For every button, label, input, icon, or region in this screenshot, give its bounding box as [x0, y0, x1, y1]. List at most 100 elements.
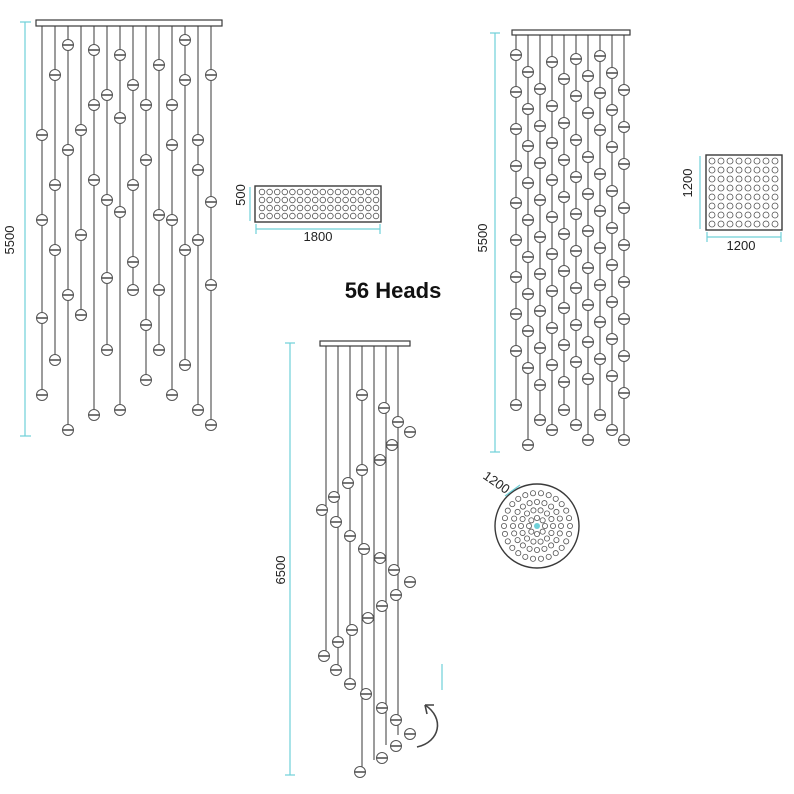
- head-marker: [735, 220, 743, 228]
- pendant-head: [192, 134, 204, 146]
- pendant-head: [62, 39, 74, 51]
- pendant-head: [546, 322, 558, 334]
- head-marker: [357, 188, 364, 196]
- head-marker: [526, 545, 533, 552]
- pendant-head: [618, 313, 630, 325]
- pendant-head: [534, 305, 546, 317]
- head-marker: [515, 495, 522, 502]
- pendant-head: [570, 319, 582, 331]
- pendant-head: [88, 409, 100, 421]
- head-marker: [274, 204, 281, 212]
- square-canopy-outline: [705, 154, 783, 231]
- pendant-head: [140, 319, 152, 331]
- ceiling-canopy: [319, 340, 411, 347]
- pendant-head: [510, 49, 522, 61]
- head-marker: [539, 517, 546, 524]
- pendant-head: [618, 121, 630, 133]
- head-marker: [514, 537, 521, 544]
- head-marker: [762, 202, 770, 210]
- pendant-head: [330, 664, 342, 676]
- pendant-head: [546, 174, 558, 186]
- head-marker: [518, 523, 525, 530]
- head-marker: [530, 538, 537, 545]
- head-marker: [342, 196, 349, 204]
- pendant-head: [522, 288, 534, 300]
- head-marker: [726, 193, 734, 201]
- square-chandelier-elevation: [510, 29, 631, 451]
- head-marker: [717, 184, 725, 192]
- pendant-head: [510, 308, 522, 320]
- square-width-label: 1200: [727, 238, 756, 253]
- pendant-head: [205, 69, 217, 81]
- head-marker: [762, 220, 770, 228]
- head-marker: [558, 523, 565, 530]
- pendant-head: [166, 99, 178, 111]
- rectangular-height-label: 5500: [2, 226, 17, 255]
- head-marker: [504, 538, 511, 545]
- head-marker: [753, 166, 761, 174]
- square-top-view: 1200 1200: [680, 154, 783, 253]
- pendant-head: [582, 225, 594, 237]
- head-marker: [726, 184, 734, 192]
- pendant-head: [618, 350, 630, 362]
- pendant-head: [594, 316, 606, 328]
- pendant-head: [179, 359, 191, 371]
- pendant-head: [388, 564, 400, 576]
- head-marker: [289, 212, 296, 220]
- ceiling-canopy: [35, 19, 223, 27]
- head-marker: [357, 196, 364, 204]
- head-marker: [762, 175, 770, 183]
- pendant-head: [558, 339, 570, 351]
- head-marker: [537, 490, 544, 497]
- pendant-head: [582, 262, 594, 274]
- pendant-head: [88, 99, 100, 111]
- head-marker: [266, 188, 273, 196]
- head-marker: [744, 175, 752, 183]
- head-marker: [522, 553, 529, 560]
- head-marker: [334, 212, 342, 220]
- pendant-head: [618, 84, 630, 96]
- head-marker: [762, 166, 770, 174]
- pendant-head: [522, 66, 534, 78]
- pendant-head: [558, 117, 570, 129]
- head-marker: [717, 157, 725, 165]
- pendant-head: [127, 256, 139, 268]
- pendant-head: [510, 234, 522, 246]
- head-marker: [735, 193, 743, 201]
- pendant-head: [570, 419, 582, 431]
- pendant-head: [582, 434, 594, 446]
- head-marker: [522, 492, 529, 499]
- head-marker: [753, 220, 761, 228]
- head-marker: [744, 157, 752, 165]
- pendant-head: [101, 194, 113, 206]
- head-marker: [566, 530, 573, 537]
- head-marker: [266, 212, 273, 220]
- pendant-head: [582, 299, 594, 311]
- pendant-head: [546, 424, 558, 436]
- head-marker: [350, 188, 357, 196]
- round-head-layout: [500, 490, 574, 562]
- head-marker: [708, 175, 716, 183]
- spiral-chandelier-elevation: [316, 340, 416, 778]
- pendant-head: [332, 636, 344, 648]
- pendant-head: [606, 185, 618, 197]
- pendant-head: [618, 158, 630, 170]
- pendant-head: [546, 285, 558, 297]
- pendant-head: [546, 359, 558, 371]
- pendant-head: [534, 83, 546, 95]
- pendant-head: [404, 426, 416, 438]
- pendant-head: [534, 231, 546, 243]
- rectangular-width-label: 1800: [304, 229, 333, 244]
- head-marker: [515, 550, 522, 557]
- pendant-head: [140, 154, 152, 166]
- head-marker: [274, 196, 281, 204]
- head-marker: [350, 196, 357, 204]
- head-marker: [537, 507, 544, 514]
- head-marker: [504, 507, 511, 514]
- head-marker: [717, 202, 725, 210]
- head-marker: [771, 175, 779, 183]
- pendant-head: [558, 302, 570, 314]
- pendant-head: [127, 284, 139, 296]
- rectangular-top-view: 1800 500: [233, 184, 382, 244]
- head-marker: [708, 157, 716, 165]
